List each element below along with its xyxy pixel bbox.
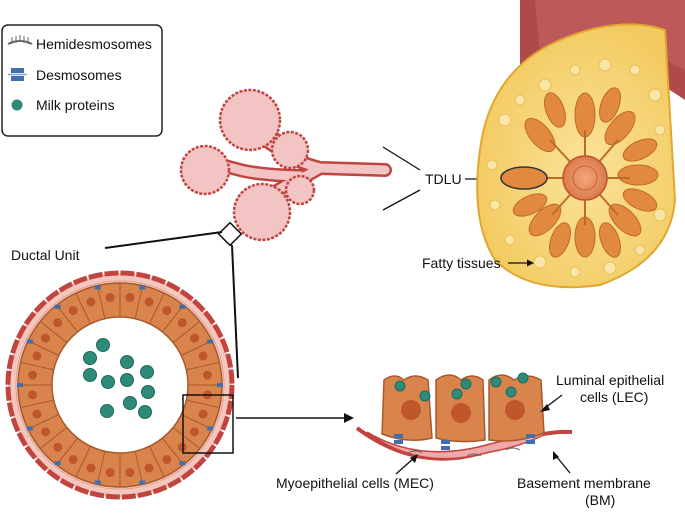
legend-label-milk-proteins: Milk proteins	[36, 97, 115, 113]
duct-cross-section	[5, 270, 235, 500]
legend: Hemidesmosomes Desmosomes Milk proteins	[1, 24, 163, 137]
ductal-unit-label: Ductal Unit	[11, 247, 80, 263]
breast-illustration	[476, 0, 685, 289]
milk-protein-icon	[11, 99, 23, 111]
desmosome-icon	[8, 68, 27, 81]
tdlu-label: TDLU	[425, 171, 462, 187]
lec-label-line2: cells (LEC)	[580, 389, 648, 405]
lec-label-line1: Luminal epithelial	[556, 372, 664, 388]
tdlu-lobules	[179, 88, 392, 247]
legend-label-hemidesmosomes: Hemidesmosomes	[36, 36, 152, 52]
bm-label-line1: Basement membrane	[517, 475, 651, 491]
hemidesmosome-icon	[7, 35, 33, 45]
legend-label-desmosomes: Desmosomes	[36, 67, 122, 83]
magnified-cells	[355, 372, 573, 461]
mec-label: Myoepithelial cells (MEC)	[276, 475, 434, 491]
fatty-tissues-label: Fatty tissues	[422, 255, 501, 271]
bm-label-line2: (BM)	[585, 492, 615, 508]
